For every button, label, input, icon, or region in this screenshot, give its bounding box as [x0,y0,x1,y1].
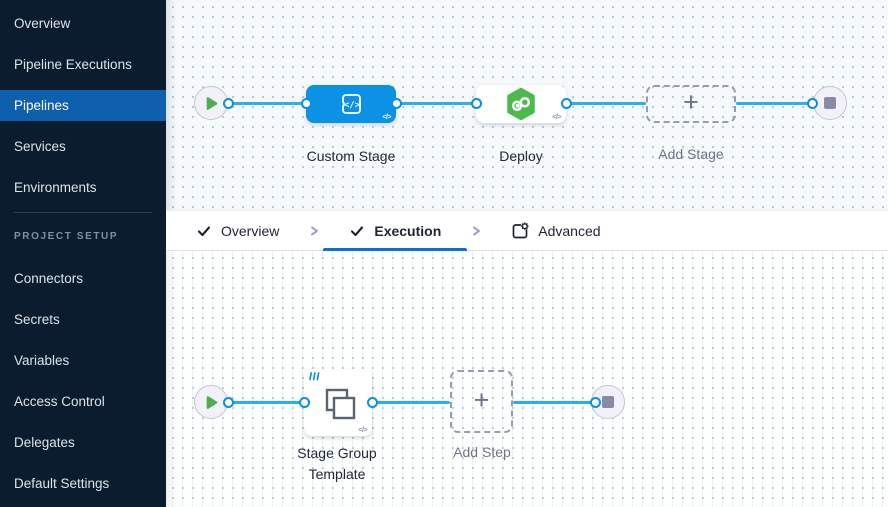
sidebar-divider [14,212,152,213]
sidebar-item-variables[interactable]: Variables [14,353,70,368]
tab-overview[interactable]: Overview [170,211,305,250]
start-node-out-port[interactable] [222,396,234,408]
stage-group-template-node[interactable]: </> [304,369,372,436]
sidebar-item-access-control[interactable]: Access Control [14,394,105,409]
play-icon [206,96,217,110]
yaml-code-badge: </> [552,114,561,121]
stage-config-tab-bar: Overview Execution Advanced [166,210,888,251]
tab-overview-label: Overview [221,222,280,239]
plus-icon: + [683,87,699,117]
execution-graph-canvas[interactable]: </> Stage Group Template + Add Step [166,251,888,507]
pipeline-studio-main: </> </> Custom Stage </> Deploy + Add St… [166,0,888,507]
plus-icon: + [473,384,490,415]
cd-hexagon-icon [507,87,535,121]
pipeline-end-node[interactable] [813,86,847,120]
end-node-in-port[interactable] [806,97,818,109]
custom-stage-node[interactable]: </> </> [306,85,396,123]
sidebar-item-pipeline-executions[interactable]: Pipeline Executions [14,57,132,72]
add-step-label: Add Step [453,444,511,460]
stop-icon [824,97,836,109]
project-setup-heading: PROJECT SETUP [14,231,119,242]
start-node-out-port[interactable] [222,97,234,109]
stop-icon [602,396,614,408]
tab-execution[interactable]: Execution [323,211,468,251]
sidebar-item-overview[interactable]: Overview [14,16,71,31]
yaml-code-badge: </> [358,427,367,434]
template-in-port[interactable] [298,396,310,408]
link-custom-stage-to-deploy [396,101,476,105]
deploy-stage-node[interactable]: </> [476,85,566,123]
template-out-port[interactable] [366,396,378,408]
play-icon [206,395,217,409]
add-step-button[interactable]: + [450,370,513,433]
stage-group-template-label: Stage Group Template [297,445,377,482]
custom-stage-label: Custom Stage [306,148,396,164]
sidebar-item-delegates[interactable]: Delegates [14,435,75,450]
custom-stage-code-icon: </> [342,94,361,114]
sidebar: Overview Pipeline Executions Pipelines S… [0,0,166,507]
link-start-to-template [228,400,304,404]
sidebar-item-secrets[interactable]: Secrets [14,312,60,327]
tab-advanced-label: Advanced [538,222,601,239]
check-icon [351,225,364,236]
sidebar-nav: Overview Pipeline Executions Pipelines S… [0,0,166,203]
sidebar-item-pipelines[interactable]: Pipelines [0,90,166,121]
deploy-stage-label: Deploy [499,148,543,164]
tab-advanced[interactable]: Advanced [485,211,626,250]
sidebar-item-environments[interactable]: Environments [14,180,97,195]
end-node-in-port[interactable] [589,396,601,408]
sidebar-item-default-settings[interactable]: Default Settings [14,476,110,491]
link-add-step-to-end [513,400,595,404]
yaml-code-badge: </> [382,114,391,121]
sidebar-item-connectors[interactable]: Connectors [14,271,84,286]
template-library-icon [309,372,320,381]
link-start-to-custom-stage [228,101,306,105]
custom-stage-in-port[interactable] [300,97,312,109]
add-stage-label: Add Stage [658,146,724,162]
stage-graph-canvas[interactable]: </> </> Custom Stage </> Deploy + Add St… [166,0,888,210]
advanced-gear-box-icon [512,221,530,238]
deploy-out-port[interactable] [560,97,572,109]
pipeline-start-node[interactable] [194,86,228,120]
overlapping-squares-icon [325,388,356,419]
chevron-right-icon [305,211,323,250]
sidebar-item-services[interactable]: Services [14,139,66,154]
sidebar-setup-nav: Connectors Secrets Variables Access Cont… [0,252,166,499]
chevron-right-icon [467,211,485,250]
check-icon [197,225,211,236]
link-add-stage-to-end [736,101,812,105]
deploy-in-port[interactable] [470,97,482,109]
link-deploy-to-add-stage [566,101,646,105]
svg-text:</>: </> [344,101,361,111]
add-stage-button[interactable]: + [646,85,736,123]
tab-execution-label: Execution [374,222,442,239]
custom-stage-out-port[interactable] [390,97,402,109]
link-template-to-add-step [372,400,450,404]
